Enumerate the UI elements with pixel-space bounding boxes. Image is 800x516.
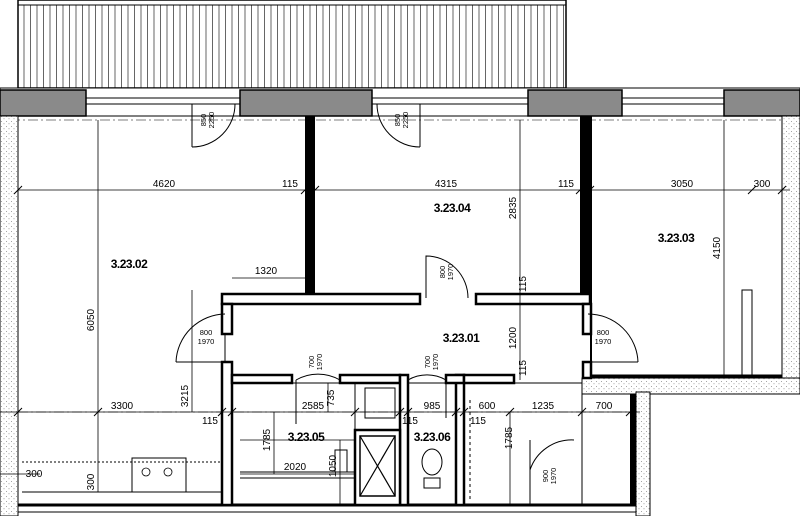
dim-label: 4150 <box>712 236 723 259</box>
dimension-tick <box>310 185 320 195</box>
door-width-label: 700 <box>307 356 316 369</box>
door-height-label: 1970 <box>198 337 215 346</box>
dimension-tick <box>505 407 515 417</box>
room-labels: 3.23.01 3.23.02 3.23.03 3.23.04 3.23.05 … <box>111 201 696 444</box>
door-width-label: 850 <box>199 114 208 127</box>
dim-label: 700 <box>596 401 613 412</box>
room-label-3-23-04: 3.23.04 <box>434 201 471 215</box>
dim-label: 300 <box>86 473 97 490</box>
dim-label: 6050 <box>86 308 97 331</box>
door-height-label: 1970 <box>315 354 324 371</box>
door-width-label: 700 <box>423 356 432 369</box>
dimension-tick <box>13 407 23 417</box>
door-height-label: 1970 <box>431 354 440 371</box>
balcony <box>17 0 567 89</box>
room-label-3-23-05: 3.23.05 <box>288 430 325 444</box>
door-height-label: 2250 <box>207 112 216 129</box>
door-height-label: 1970 <box>549 468 558 485</box>
dim-label: 1785 <box>262 428 273 451</box>
dim-label: 600 <box>479 401 496 412</box>
door-width-label: 800 <box>200 328 213 337</box>
dim-label: 115 <box>282 179 298 190</box>
dim-label: 1050 <box>328 454 339 477</box>
dimension-tick <box>300 185 310 195</box>
dim-label: 115 <box>558 179 574 190</box>
dimension-tick <box>625 407 635 417</box>
room-label-3-23-03: 3.23.03 <box>658 231 695 245</box>
dimension-tick <box>459 407 469 417</box>
dim-label: 2020 <box>284 462 307 473</box>
dim-label: 3300 <box>111 401 134 412</box>
dim-label: 300 <box>26 469 43 480</box>
dim-label: 115 <box>518 360 529 376</box>
dimension-labels: 4620 115 4315 115 3050 300 1320 6050 283… <box>26 179 771 490</box>
dimension-tick <box>585 185 595 195</box>
door-height-label: 1970 <box>446 264 455 281</box>
window-band <box>0 87 800 117</box>
room-label-3-23-06: 3.23.06 <box>414 430 451 444</box>
dimension-lines <box>0 120 790 505</box>
dim-label: 1320 <box>255 266 278 277</box>
dimension-tick <box>350 407 360 417</box>
dimension-tick <box>575 185 585 195</box>
dim-label: 4620 <box>153 179 176 190</box>
dimension-tick <box>13 185 23 195</box>
room-label-3-23-02: 3.23.02 <box>111 257 148 271</box>
dimension-tick <box>227 407 237 417</box>
room-label-3-23-01: 3.23.01 <box>443 331 480 345</box>
dim-label: 115 <box>402 416 418 427</box>
dim-label: 3215 <box>180 384 191 407</box>
dimension-tick <box>747 185 757 195</box>
interior-walls <box>220 116 782 507</box>
door-width-label: 850 <box>393 114 402 127</box>
dim-label: 1200 <box>508 326 519 349</box>
dim-label: 115 <box>202 416 218 427</box>
kitchen-sink <box>22 457 222 493</box>
dimension-tick <box>777 185 787 195</box>
dim-label: 115 <box>470 416 486 427</box>
door-width-label: 800 <box>438 266 447 279</box>
dim-label: 2585 <box>302 401 325 412</box>
dimension-tick <box>217 407 227 417</box>
dim-label: 1785 <box>504 426 515 449</box>
door-labels: 850 2250 850 2250 800 1970 800 1970 800 … <box>198 112 612 485</box>
door-width-label: 800 <box>597 328 610 337</box>
dim-label: 3050 <box>671 179 694 190</box>
dimension-tick <box>93 407 103 417</box>
dim-label: 4315 <box>435 179 458 190</box>
dim-label: 300 <box>754 179 771 190</box>
door-height-label: 2250 <box>401 112 410 129</box>
dimension-tick <box>451 407 461 417</box>
dim-label: 2835 <box>508 196 519 219</box>
dimension-tick <box>395 407 405 417</box>
dimension-tick <box>577 407 587 417</box>
dim-label: 1235 <box>532 401 555 412</box>
door-width-label: 900 <box>541 470 550 483</box>
door-height-label: 1970 <box>595 337 612 346</box>
dim-label: 985 <box>424 401 441 412</box>
dim-label: 115 <box>518 276 529 292</box>
dimension-tick <box>403 407 413 417</box>
dim-label: 735 <box>326 389 337 406</box>
